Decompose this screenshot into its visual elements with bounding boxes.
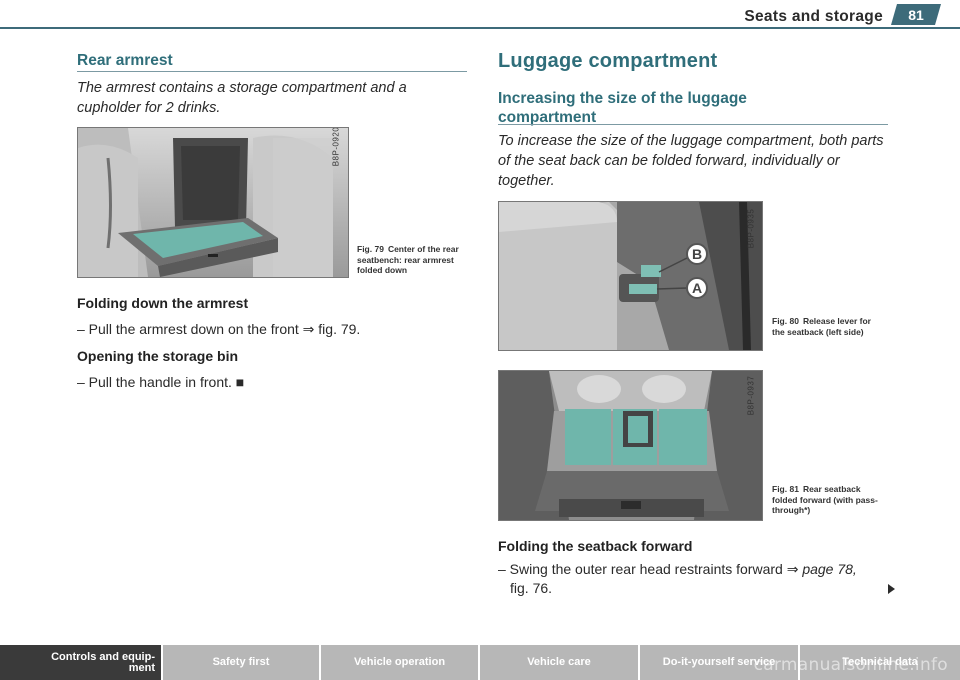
photo-code: B8P-0935: [746, 208, 756, 249]
tab-label: Technical data: [842, 656, 918, 668]
caption-text: Rear seatback folded forward (with pass-…: [772, 484, 878, 515]
opening-bin-step: – Pull the handle in front. ■: [77, 374, 245, 390]
rear-armrest-heading: Rear armrest: [77, 52, 173, 69]
photo-code: B8P-0937: [746, 375, 756, 416]
footer-chapter-tabs: Controls and equip- ment Safety first Ve…: [0, 645, 960, 680]
folding-armrest-heading: Folding down the armrest: [77, 295, 249, 311]
heading-rule: [498, 124, 888, 125]
increasing-size-heading: Increasing the size of the luggage compa…: [498, 90, 747, 126]
continue-arrow-icon: [888, 584, 895, 594]
step-text-continued: fig. 76.: [510, 580, 553, 596]
tab-label: Do-it-yourself service: [662, 656, 776, 668]
tab-technical-data[interactable]: Technical data: [800, 645, 960, 680]
rear-armrest-intro: The armrest contains a storage compartme…: [77, 80, 407, 116]
figure-number: Fig. 80: [772, 316, 799, 326]
watermark: carmanualsonline.info: [753, 655, 948, 675]
header-rule: [0, 27, 960, 29]
tab-vehicle-care[interactable]: Vehicle care: [480, 645, 640, 680]
armrest-illustration: [78, 128, 348, 277]
folding-seatback-step: – Swing the outer rear head restraints f…: [498, 560, 893, 598]
folding-armrest-step: – Pull the armrest down on the front ⇒ f…: [77, 321, 361, 337]
release-lever-illustration: B A: [499, 202, 762, 350]
figure-number: Fig. 81: [772, 484, 799, 494]
caption-text: Center of the rear seatbench: rear armre…: [357, 244, 459, 275]
tab-label: Vehicle operation: [353, 656, 446, 668]
seatback-illustration: [499, 371, 762, 520]
figure-number: Fig. 79: [357, 244, 384, 254]
tab-label: Controls and equip- ment: [51, 650, 155, 674]
folding-seatback-heading: Folding the seatback forward: [498, 538, 693, 554]
luggage-compartment-heading: Luggage compartment: [498, 50, 718, 72]
page-reference-link[interactable]: page 78,: [802, 561, 857, 577]
tab-controls-and-equipment[interactable]: Controls and equip- ment: [0, 645, 163, 680]
opening-bin-heading: Opening the storage bin: [77, 348, 239, 364]
page-number-badge: 81: [891, 4, 941, 25]
fig81-seatback-photo: B8P-0937: [498, 370, 763, 521]
heading-rule: [77, 71, 467, 72]
section-title: Seats and storage: [744, 8, 883, 25]
photo-code: B8P-0920: [331, 127, 341, 167]
tab-do-it-yourself-service[interactable]: Do-it-yourself service: [640, 645, 800, 680]
callout-b-label: B: [692, 246, 702, 262]
callout-a-label: A: [692, 280, 702, 296]
increasing-size-intro: To increase the size of the luggage comp…: [498, 133, 884, 189]
tab-label: Vehicle care: [527, 656, 591, 668]
fig80-release-lever-photo: B A B8P-0935: [498, 201, 763, 351]
tab-vehicle-operation[interactable]: Vehicle operation: [321, 645, 480, 680]
tab-label: Safety first: [212, 656, 270, 668]
fig79-armrest-photo: B8P-0920: [77, 127, 349, 278]
step-text: – Swing the outer rear head restraints f…: [498, 561, 803, 577]
caption-text: Release lever for the seatback (left sid…: [772, 316, 871, 337]
tab-safety-first[interactable]: Safety first: [163, 645, 321, 680]
